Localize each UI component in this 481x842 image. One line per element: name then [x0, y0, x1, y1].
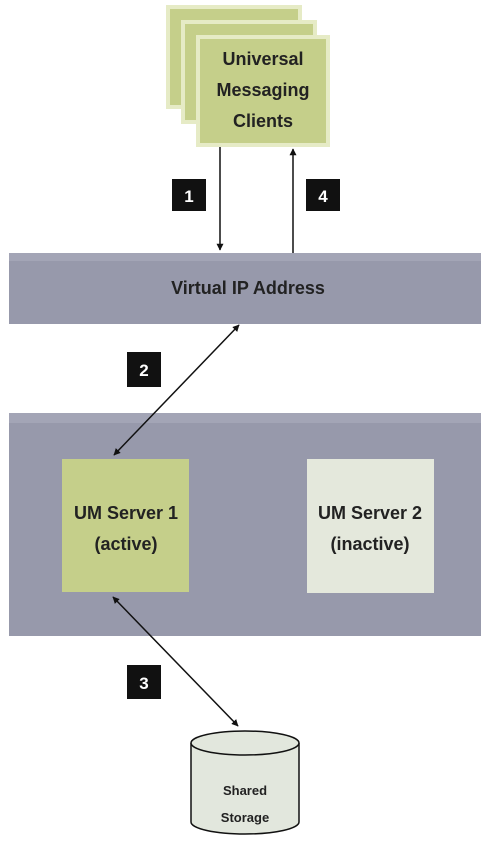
shared-storage-label-line2: Storage	[221, 810, 269, 825]
step-badge-3-bg	[127, 665, 161, 699]
server-cluster-band-highlight	[9, 413, 481, 423]
step-badge-3: 3	[127, 665, 161, 699]
step-badge-1-bg	[172, 179, 206, 211]
virtual-ip-band: Virtual IP Address	[9, 253, 481, 324]
um-server-2-box	[307, 459, 434, 593]
arrow-vip-server1	[113, 324, 240, 456]
shared-storage-body	[190, 743, 300, 835]
clients-label-line1: Universal	[222, 49, 303, 69]
clients-label-line2: Messaging	[216, 80, 309, 100]
um-server-2-status: (inactive)	[330, 534, 409, 554]
um-server-1-name: UM Server 1	[74, 503, 178, 523]
step-badge-2: 2	[127, 352, 161, 387]
client-card-front	[196, 35, 330, 147]
virtual-ip-band-rect	[9, 253, 481, 324]
step-badge-2-bg	[127, 352, 161, 387]
clients-stack: Universal Messaging Clients	[166, 5, 330, 147]
um-server-1-status: (active)	[94, 534, 157, 554]
step-badge-1-label: 1	[184, 187, 193, 206]
flow-arrows	[112, 147, 297, 727]
virtual-ip-label: Virtual IP Address	[171, 278, 325, 298]
shared-storage: Shared Storage	[190, 730, 300, 835]
clients-label-line3: Clients	[233, 111, 293, 131]
um-server-2-name: UM Server 2	[318, 503, 422, 523]
shared-storage-top	[190, 730, 300, 756]
shared-storage-label-line1: Shared	[223, 783, 267, 798]
um-server-1-box	[62, 459, 189, 592]
um-server-1: UM Server 1 (active)	[62, 459, 189, 592]
step-badge-4: 4	[306, 179, 340, 211]
virtual-ip-band-highlight	[9, 253, 481, 261]
step-badge-4-label: 4	[318, 187, 328, 206]
step-badge-1: 1	[172, 179, 206, 211]
arrow-server1-storage	[112, 596, 239, 727]
um-server-2: UM Server 2 (inactive)	[307, 459, 434, 593]
step-badge-4-bg	[306, 179, 340, 211]
step-badge-2-label: 2	[139, 361, 148, 380]
step-badge-3-label: 3	[139, 674, 148, 693]
